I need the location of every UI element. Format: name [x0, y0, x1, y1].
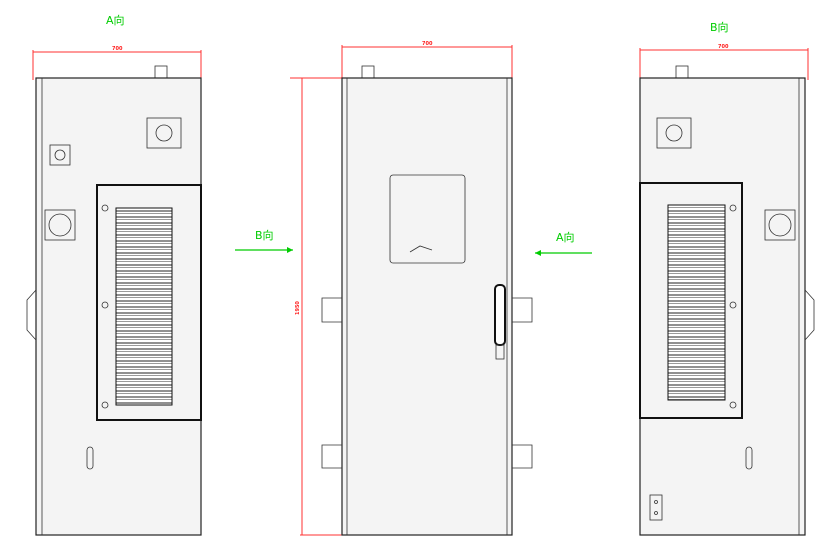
- view-b: B向 700: [639, 20, 815, 536]
- louver-grille: [667, 204, 726, 401]
- lock: [495, 344, 505, 360]
- svg-text:700: 700: [422, 41, 433, 47]
- arrow-a: A向: [535, 230, 592, 256]
- socket: [764, 209, 796, 241]
- cabinet-door: [341, 77, 513, 536]
- view-b-label: B向: [710, 20, 729, 34]
- handle: [26, 289, 37, 341]
- lifting-eye: [675, 65, 689, 79]
- svg-text:700: 700: [718, 44, 729, 50]
- side-handle: [321, 444, 342, 469]
- width-dimension-front: 700: [341, 41, 513, 80]
- svg-text:1950: 1950: [295, 301, 301, 315]
- viewing-window: [389, 174, 466, 264]
- height-dimension-front: 1950: [290, 77, 345, 536]
- width-dimension-b: 700: [639, 44, 809, 80]
- lifting-eye: [154, 65, 168, 79]
- svg-text:A向: A向: [556, 230, 575, 244]
- socket: [44, 209, 76, 241]
- terminal-box: [649, 494, 663, 521]
- svg-text:700: 700: [112, 46, 123, 52]
- front-view: 700 1950: [290, 41, 533, 536]
- handle: [804, 289, 815, 341]
- indicator-box: [49, 144, 71, 166]
- side-handle: [321, 297, 342, 323]
- latch: [86, 446, 94, 470]
- louver-grille: [115, 207, 173, 406]
- switch-box: [146, 117, 182, 149]
- switch-box: [656, 117, 692, 149]
- side-handle: [512, 297, 533, 323]
- arrow-b: B向: [235, 228, 293, 253]
- view-a-label: A向: [106, 13, 125, 27]
- svg-text:B向: B向: [255, 228, 274, 242]
- latch: [745, 446, 753, 470]
- width-dimension-a: 700: [32, 46, 202, 80]
- door-handle: [494, 284, 506, 346]
- lifting-eye: [361, 65, 375, 79]
- view-a: A向 700: [26, 13, 202, 536]
- side-handle: [512, 444, 533, 469]
